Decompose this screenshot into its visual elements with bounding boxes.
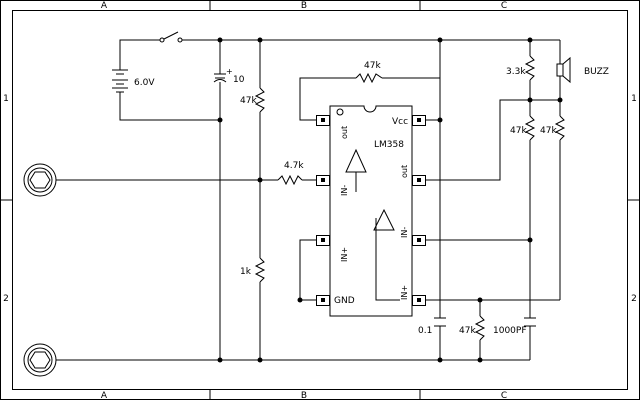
r-div-left-label: 47k [510, 126, 527, 136]
col-label-b-top: B [301, 1, 307, 11]
opamp-2-symbol [373, 208, 395, 231]
col-label-a-bottom: A [101, 391, 108, 400]
col-label-c-bottom: C [501, 391, 507, 400]
r-bias-top-label: 47k [240, 96, 257, 106]
cap-osc-label: 1000PF [493, 326, 527, 336]
r-buzz-series-label: 3.3k [506, 67, 526, 77]
row-label-2-right: 2 [631, 294, 637, 304]
ic-pins [316, 115, 426, 306]
buzzer-symbol [556, 56, 571, 84]
r-feedback-label: 47k [364, 61, 381, 71]
resistor-bias-top [254, 87, 266, 113]
resistor-feedback [355, 72, 383, 84]
row-label-2-left: 2 [3, 294, 9, 304]
resistor-buzz-series [524, 55, 536, 81]
row-label-1-left: 1 [3, 94, 9, 104]
resistor-input [277, 174, 303, 186]
col-label-b-bottom: B [301, 391, 307, 400]
pin-out1-label: out [340, 126, 349, 139]
resistor-bias-bottom [254, 257, 266, 283]
input-jack-bottom [23, 343, 57, 377]
power-switch-symbol [159, 31, 183, 43]
pin-gnd-label: GND [334, 296, 355, 306]
pin-in1-pos-label: IN+ [340, 247, 349, 262]
ic-name: LM358 [374, 140, 404, 150]
pin-out2-label: out [400, 165, 409, 178]
r-input-label: 4.7k [284, 161, 304, 171]
wires [56, 39, 561, 361]
lm358-ic [329, 105, 413, 317]
battery-label: 6.0V [134, 78, 155, 88]
r-lower-label: 47k [459, 326, 476, 336]
r-div-right-label: 47k [540, 126, 557, 136]
cap-osc-symbol [524, 317, 536, 327]
opamp-1-symbol [345, 148, 367, 173]
pin-in2-neg-label: IN- [400, 227, 409, 238]
resistor-div-left [524, 115, 536, 141]
buzzer-label: BUZZ [584, 67, 609, 77]
junction-dots [217, 37, 563, 363]
r-bias-bottom-label: 1k [240, 267, 252, 277]
cap-power-label: 10 [233, 75, 245, 85]
pin-vcc-label: Vcc [392, 117, 408, 127]
cap-vcc-symbol [434, 317, 446, 327]
electrolytic-cap-symbol [213, 73, 227, 83]
battery-symbol [112, 69, 128, 93]
frame-labels: A B C A B C 1 2 1 2 [3, 1, 637, 400]
row-label-1-right: 1 [631, 94, 637, 104]
col-label-a-top: A [101, 1, 108, 11]
resistor-div-right [554, 115, 566, 141]
cap-power-polarity: + [226, 67, 233, 76]
cap-vcc-label: 0.1 [418, 326, 432, 336]
pin-in1-neg-label: IN- [340, 185, 349, 196]
pin-in2-pos-label: IN+ [400, 285, 409, 300]
input-jack-top [23, 163, 57, 197]
resistor-lower [474, 315, 486, 341]
col-label-c-top: C [501, 1, 507, 11]
